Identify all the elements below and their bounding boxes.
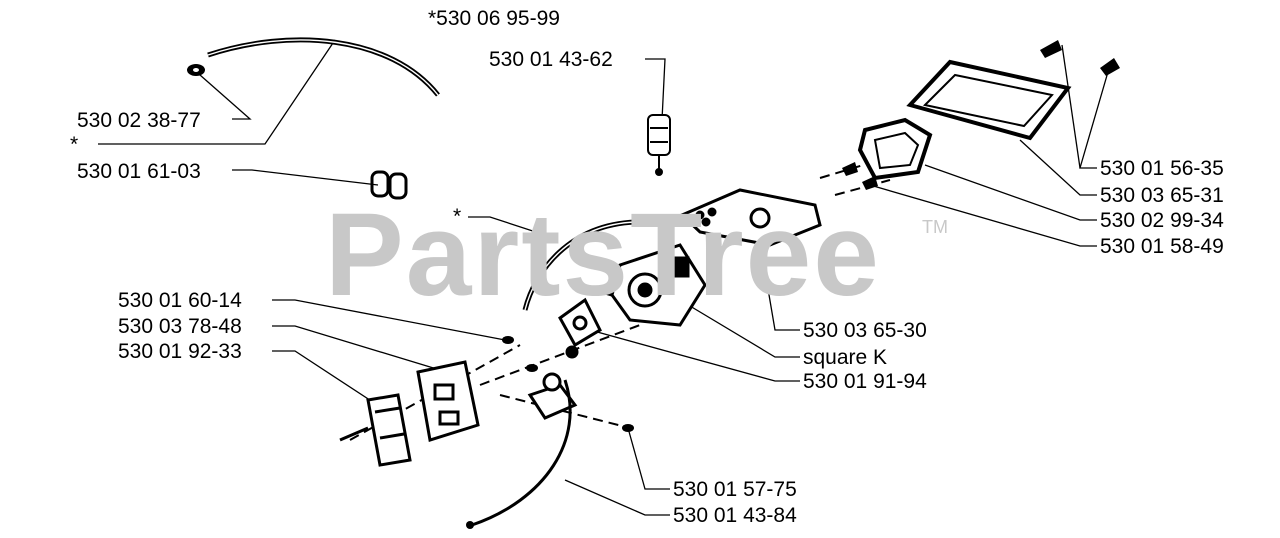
leader-530029934 (924, 164, 1097, 221)
label-asterisk-mid: * (453, 205, 462, 228)
label-530015849[interactable]: 530 01 58-49 (1100, 235, 1224, 258)
back-plate-icon (339, 393, 412, 467)
leader-530023877 (199, 74, 252, 120)
label-530036530[interactable]: 530 03 65-30 (803, 319, 927, 342)
small-screw-icon (502, 336, 634, 432)
label-kit-top[interactable]: *530 06 95-99 (428, 7, 560, 30)
label-530036531[interactable]: 530 03 65-31 (1100, 184, 1224, 207)
fuel-hose-icon (207, 37, 440, 97)
label-530015635[interactable]: 530 01 56-35 (1100, 157, 1224, 180)
leader-530037848 (272, 325, 441, 371)
label-530016103[interactable]: 530 01 61-03 (77, 160, 201, 183)
leader-530014362 (645, 58, 666, 121)
carburetor-icon (594, 243, 707, 327)
label-530037848[interactable]: 530 03 78-48 (118, 315, 242, 338)
leader-square-k (679, 299, 800, 358)
leader-530019233 (272, 350, 386, 411)
leader-530015635 (1079, 64, 1111, 169)
leader-530036531 (1019, 139, 1097, 196)
clip-icon (370, 170, 408, 200)
leader-530015635-b (1061, 44, 1081, 169)
connector-icon (527, 372, 578, 420)
throttle-cable-icon (471, 379, 572, 527)
primer-bulb-icon (647, 114, 671, 176)
screw-icon (842, 40, 1120, 190)
leader-kit-left (98, 39, 336, 145)
leader-530019194 (589, 329, 800, 382)
leader-lines (98, 39, 1111, 516)
leader-530016103 (232, 169, 379, 186)
leader-530015849 (869, 184, 1097, 247)
gasket-icon (558, 297, 602, 359)
leader-530015775 (627, 427, 670, 490)
leader-kit-mid (468, 216, 546, 236)
label-square-k: square K (803, 346, 888, 369)
label-530015775[interactable]: 530 01 57-75 (673, 478, 797, 501)
label-530023877[interactable]: 530 02 38-77 (77, 109, 201, 132)
label-530019233[interactable]: 530 01 92-33 (118, 340, 242, 363)
watermark-trademark: TM (922, 217, 948, 237)
leader-530014384 (564, 479, 670, 516)
label-530014362[interactable]: 530 01 43-62 (489, 48, 613, 71)
label-530016014[interactable]: 530 01 60-14 (118, 289, 242, 312)
insulator-plate-icon (679, 188, 822, 247)
label-530019194[interactable]: 530 01 91-94 (803, 370, 927, 393)
reed-housing-icon (416, 360, 480, 442)
watermark-logo: PartsTree (325, 189, 881, 321)
air-filter-icon (857, 117, 933, 181)
filter-icon (187, 64, 205, 76)
label-asterisk-left: * (70, 133, 79, 156)
leader-530036530 (759, 241, 800, 331)
filter-cover-icon (906, 59, 1072, 141)
label-530014384[interactable]: 530 01 43-84 (673, 504, 797, 527)
label-530029934[interactable]: 530 02 99-34 (1100, 209, 1224, 232)
leader-530016014 (272, 299, 506, 341)
